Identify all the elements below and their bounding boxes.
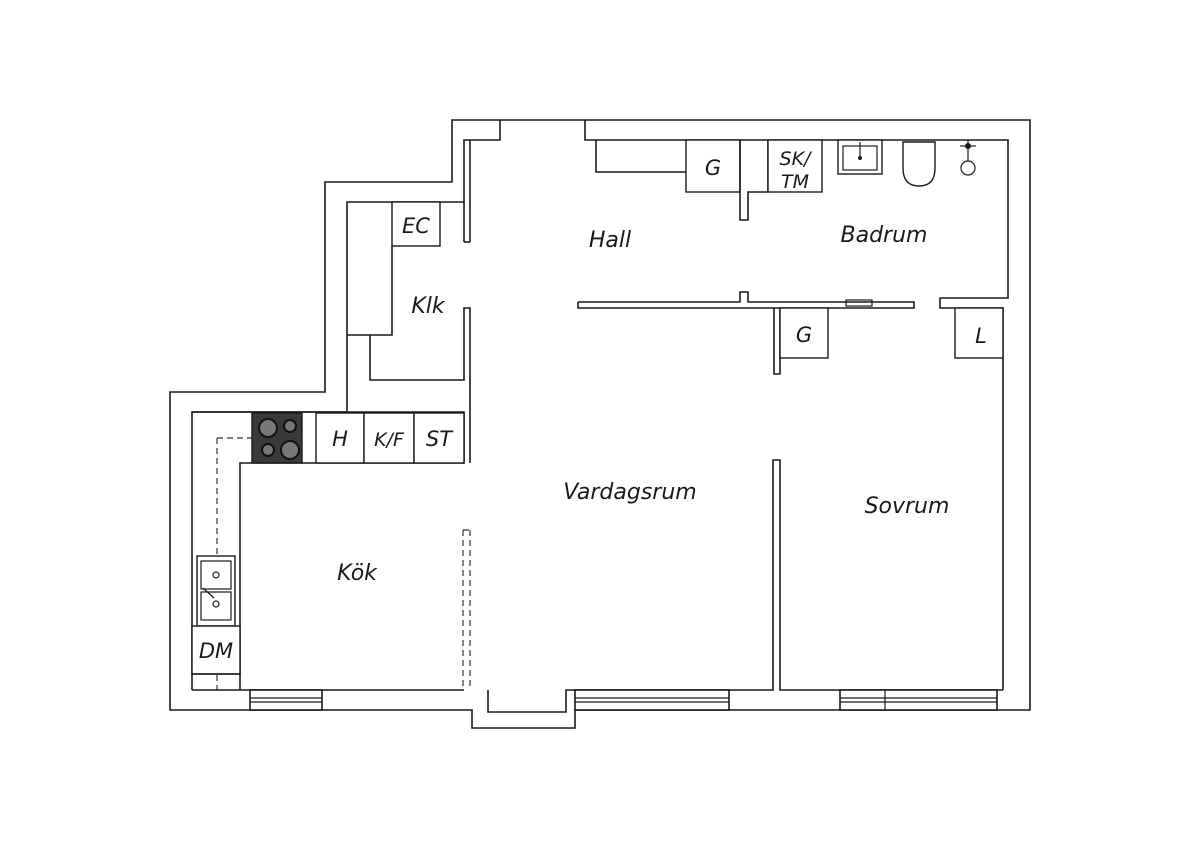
ec-box — [391, 201, 441, 247]
wardrobe-g-bedroom-label: G — [796, 323, 812, 347]
room-label-vardagsrum: Vardagsrum — [563, 480, 696, 505]
room-label-hall: Hall — [589, 228, 631, 253]
bathroom-area: Badrum — [837, 139, 976, 248]
sk-label: SK/ — [780, 148, 814, 170]
tm-label: TM — [781, 171, 809, 193]
closet-area: EC Klk — [347, 201, 471, 463]
h-label: H — [332, 427, 348, 451]
room-label-sovrum: Sovrum — [865, 494, 950, 519]
living-area: Vardagsrum — [487, 459, 1003, 713]
window-kitchen — [249, 689, 323, 711]
window-living — [574, 689, 730, 711]
stove-icon — [251, 412, 303, 464]
toilet-icon — [902, 141, 936, 187]
windows — [249, 689, 998, 711]
room-label-kok: Kök — [337, 561, 378, 586]
kitchen-area: H K/F ST DM Kök — [191, 411, 471, 691]
bedroom-area: Sovrum — [865, 494, 950, 519]
dm-label: DM — [199, 639, 233, 663]
st-label: ST — [426, 427, 454, 451]
ec-label: EC — [402, 214, 430, 238]
wardrobe-g-bedroom — [779, 307, 829, 359]
linen-closet-l — [954, 307, 1004, 359]
wardrobe-g-hall-label: G — [705, 156, 721, 180]
sink-icon — [196, 555, 236, 627]
wardrobe-g-hall — [685, 139, 741, 193]
shower-icon — [960, 140, 976, 176]
middle-wall: G L — [577, 291, 1004, 375]
window-bedroom — [839, 689, 998, 711]
washbasin-icon — [837, 139, 883, 175]
room-label-klk: Klk — [411, 294, 446, 319]
wardrobe-sk-tm — [767, 139, 823, 193]
room-label-badrum: Badrum — [841, 223, 928, 248]
linen-closet-l-label: L — [975, 324, 987, 348]
kf-label: K/F — [374, 429, 405, 451]
hall-area: G SK/ TM Hall — [463, 139, 823, 253]
